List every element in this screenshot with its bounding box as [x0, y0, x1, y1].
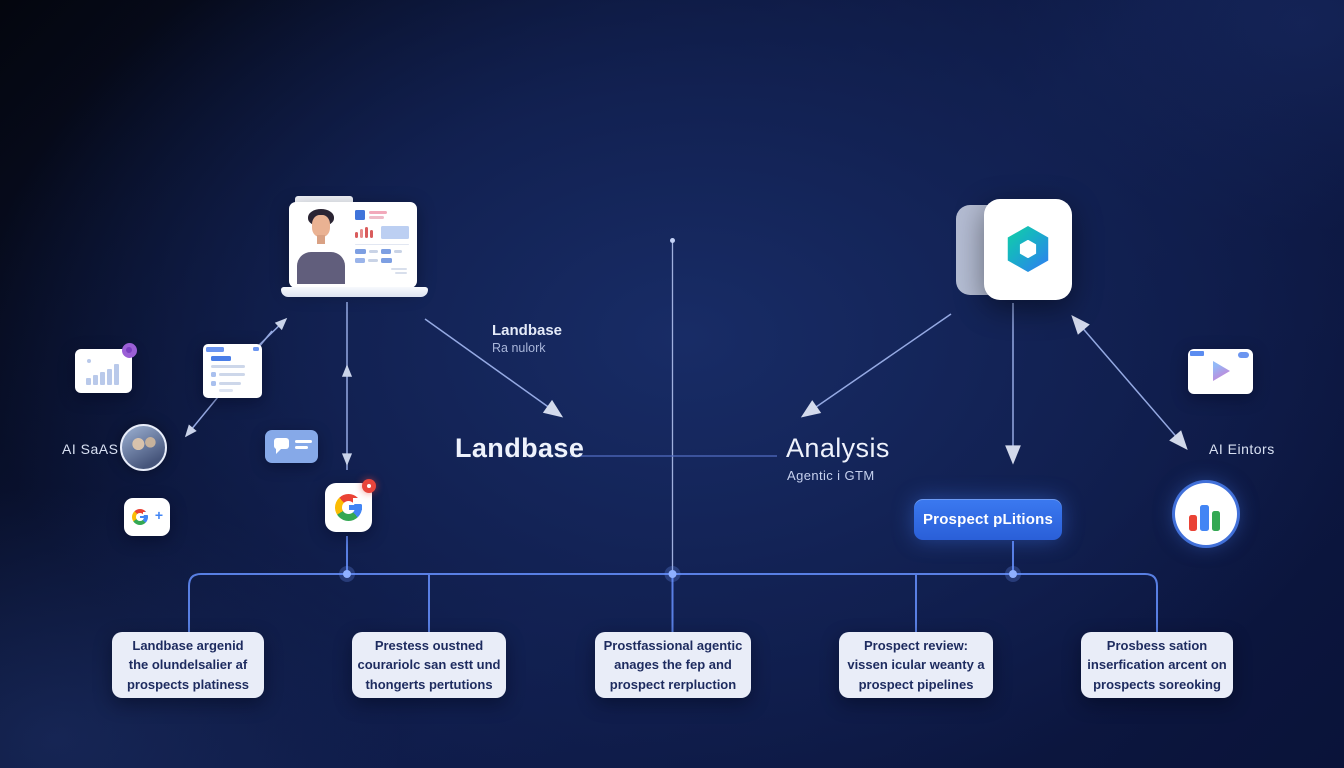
box-line: vissen icular weanty a	[847, 657, 985, 673]
arrow-logo-to-editors	[1071, 315, 1188, 450]
box-line: thongerts pertutions	[365, 676, 493, 692]
dashboard-ui-illustration	[355, 210, 411, 282]
purple-badge-icon	[122, 343, 137, 358]
ai-saas-label: AI SaAS	[62, 441, 119, 457]
landbase-logo-card	[984, 199, 1072, 300]
plus-icon: +	[154, 507, 163, 523]
box-line: anages the fep and	[614, 657, 732, 673]
analysis-heading: Analysis	[786, 433, 890, 463]
avatar	[120, 424, 167, 471]
description-box-2: Prestess oustned courariolc san estt und…	[352, 632, 506, 698]
laptop-screen	[289, 202, 417, 288]
description-box-4: Prospect review: vissen icular weanty a …	[839, 632, 993, 698]
description-box-5: Prosbess sation inserfication arcent on …	[1081, 632, 1233, 698]
box-line: courariolc san estt und	[357, 657, 501, 673]
description-box-3: Prostfassional agentic anages the fep an…	[595, 632, 751, 698]
chat-card-icon	[265, 430, 318, 463]
cloud-icon	[1238, 352, 1249, 358]
box-line: Landbase argenid	[132, 637, 244, 653]
person-illustration	[293, 206, 349, 284]
box-line: prospects platiness	[126, 676, 250, 692]
description-box-1: Landbase argenid the olundelsalier af pr…	[112, 632, 264, 698]
box-line: prospects soreoking	[1093, 676, 1221, 692]
box-line: the olundelsalier af	[128, 657, 248, 673]
ai-editors-label: AI Eintors	[1209, 441, 1275, 457]
box-line: Prosbess sation	[1106, 637, 1208, 653]
hexagon-logo-icon	[1007, 226, 1049, 272]
box-line: inserfication arcent on	[1087, 657, 1227, 673]
google-g-icon	[132, 509, 148, 525]
box-line: Prestess oustned	[374, 637, 484, 653]
video-player-card-icon	[1188, 349, 1253, 394]
notification-badge-icon	[362, 479, 376, 493]
google-g-icon	[335, 494, 362, 521]
chat-bubble-icon	[274, 438, 289, 454]
landbase-note-title: Landbase	[492, 322, 563, 339]
box-line: prospect rerpluction	[609, 676, 737, 692]
analysis-subtitle: Agentic i GTM	[787, 468, 875, 483]
laptop-illustration	[281, 195, 428, 299]
arrow-logo-to-analysis	[800, 313, 952, 418]
play-icon	[1213, 361, 1230, 381]
browser-card-icon	[203, 344, 262, 398]
bus-line	[188, 536, 1158, 633]
landbase-heading: Landbase	[455, 433, 585, 463]
box-line: Prospect review:	[863, 637, 969, 653]
google-card-icon	[325, 479, 376, 532]
box-line: prospect pipelines	[858, 676, 974, 692]
laptop-base	[281, 287, 428, 297]
box-line: Prostfassional agentic	[603, 637, 743, 653]
landbase-note-sub: Ra nulork	[492, 341, 546, 355]
prospect-button[interactable]: Prospect pLitions	[914, 499, 1062, 540]
analytics-card-icon	[75, 343, 137, 393]
google-plus-card-icon: +	[124, 498, 170, 536]
bar-chart-circle-icon	[1175, 483, 1237, 545]
